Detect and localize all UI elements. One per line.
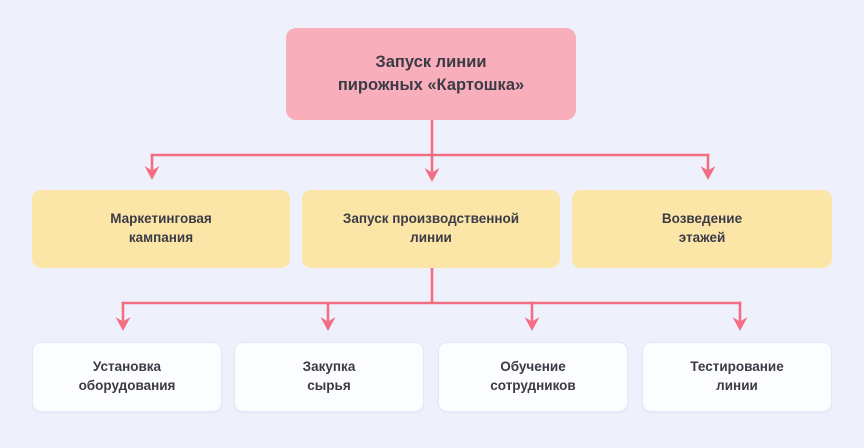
arrowhead-testing — [732, 317, 748, 331]
node-production-line-launch-label: Запуск производственной линии — [342, 211, 520, 245]
node-production-line-launch[interactable]: Запуск производственной линии — [302, 190, 560, 268]
node-equipment-installation[interactable]: Установка оборудования — [32, 342, 222, 412]
node-line-testing-label: Тестирование линии — [690, 359, 784, 393]
arrowhead-production — [424, 168, 440, 182]
arrowhead-floors — [700, 166, 716, 180]
node-floor-construction-label: Возведение этажей — [661, 211, 743, 245]
node-raw-materials-purchase[interactable]: Закупка сырья — [234, 342, 424, 412]
node-line-testing[interactable]: Тестирование линии — [642, 342, 832, 412]
arrowhead-marketing — [144, 166, 160, 180]
arrowhead-equipment — [115, 317, 131, 331]
node-root-project[interactable]: Запуск линии пирожных «Картошка» — [286, 28, 576, 120]
arrowhead-training — [524, 317, 540, 331]
node-staff-training[interactable]: Обучение сотрудников — [438, 342, 628, 412]
node-marketing-campaign-label: Маркетинговая кампания — [110, 211, 212, 245]
node-raw-materials-purchase-label: Закупка сырья — [302, 359, 356, 393]
node-staff-training-label: Обучение сотрудников — [490, 359, 576, 393]
node-equipment-installation-label: Установка оборудования — [78, 359, 176, 393]
node-root-label: Запуск линии пирожных «Картошка» — [337, 53, 525, 94]
node-floor-construction[interactable]: Возведение этажей — [572, 190, 832, 268]
node-marketing-campaign[interactable]: Маркетинговая кампания — [32, 190, 290, 268]
arrowhead-materials — [320, 317, 336, 331]
